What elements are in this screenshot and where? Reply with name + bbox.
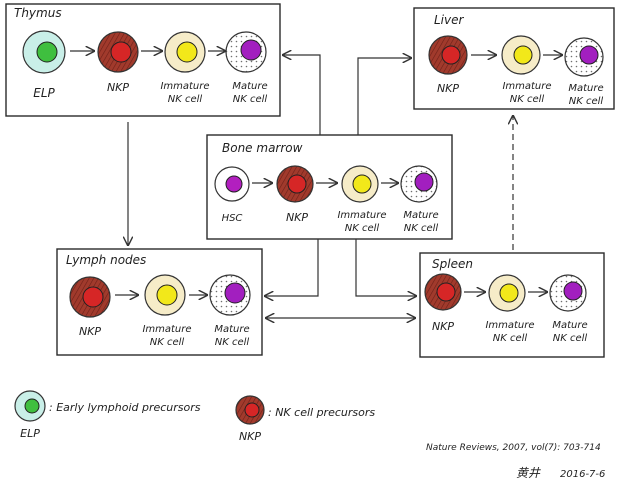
mature-nk-cell xyxy=(549,274,587,312)
bone-marrow-mature-label: Mature xyxy=(403,210,438,221)
immature-nk-cell xyxy=(501,35,541,75)
thymus-elp-label: ELP xyxy=(33,86,55,100)
liver-immature-sub: NK cell xyxy=(510,94,545,105)
thymus-box: Thymus ELP NKP Immature NK cell Mature N… xyxy=(5,3,281,117)
lymph-nodes-nkp-label: NKP xyxy=(79,325,101,338)
spleen-frame xyxy=(419,252,605,358)
mature-nk-cell xyxy=(564,37,604,77)
bone-marrow-nkp-label: NKP xyxy=(286,211,308,224)
bone-marrow-mature-sub: NK cell xyxy=(404,223,439,234)
nkp-cell xyxy=(428,35,468,75)
legend-elp-label: ELP xyxy=(20,427,40,440)
nkp-cell xyxy=(276,165,314,203)
bone-marrow-frame xyxy=(206,134,453,240)
liver-nkp-label: NKP xyxy=(437,82,459,95)
bone-marrow-hsc-label: HSC xyxy=(222,213,243,224)
nkp-cell xyxy=(424,273,462,311)
immature-nk-cell xyxy=(164,31,206,73)
bone-marrow-title: Bone marrow xyxy=(222,141,303,155)
spleen-box: Spleen NKP Immature NK cell Mature NK ce… xyxy=(419,252,605,358)
legend-nkp-text: : NK cell precursors xyxy=(268,406,375,419)
legend-nkp-label: NKP xyxy=(239,430,261,443)
nkp-cell xyxy=(69,276,111,318)
spleen-nkp-label: NKP xyxy=(432,320,454,333)
thymus-frame xyxy=(5,3,281,117)
bone-marrow-to-liver-arrow xyxy=(357,58,411,135)
signature-name: 黄井 xyxy=(516,466,541,480)
mature-nk-cell xyxy=(209,274,251,316)
bone-marrow-to-lymph-nodes-arrow xyxy=(265,239,319,296)
liver-title: Liver xyxy=(434,13,465,27)
immature-nk-cell xyxy=(341,165,379,203)
citation: Nature Reviews, 2007, vol(7): 703-714 xyxy=(426,443,601,453)
nkp-cell xyxy=(97,31,139,73)
immature-nk-cell xyxy=(144,274,186,316)
bone-marrow-immature-label: Immature xyxy=(337,210,386,221)
liver-mature-label: Mature xyxy=(568,83,603,94)
thymus-immature-label: Immature xyxy=(160,81,209,92)
lymph-nodes-immature-label: Immature xyxy=(142,324,191,335)
thymus-nkp-label: NKP xyxy=(107,81,129,94)
mature-nk-cell xyxy=(400,165,438,203)
liver-immature-label: Immature xyxy=(502,81,551,92)
thymus-mature-sub: NK cell xyxy=(233,94,268,105)
liver-mature-sub: NK cell xyxy=(569,96,604,107)
mature-nk-cell xyxy=(225,31,267,73)
legend: : Early lymphoid precursors ELP : NK cel… xyxy=(14,390,375,443)
lymph-nodes-title: Lymph nodes xyxy=(66,253,146,267)
thymus-immature-sub: NK cell xyxy=(168,94,203,105)
thymus-title: Thymus xyxy=(14,6,62,20)
legend-nkp-cell xyxy=(235,395,265,425)
lymph-nodes-frame xyxy=(56,248,263,356)
spleen-immature-label: Immature xyxy=(485,320,534,331)
legend-elp-cell xyxy=(14,390,46,422)
liver-frame xyxy=(413,7,615,110)
spleen-mature-label: Mature xyxy=(552,320,587,331)
lymph-nodes-immature-sub: NK cell xyxy=(150,337,185,348)
spleen-immature-sub: NK cell xyxy=(493,333,528,344)
bone-marrow-box: Bone marrow HSC NKP Immature NK cell Mat… xyxy=(206,134,453,240)
bone-marrow-to-spleen-arrow xyxy=(355,239,416,296)
lymph-nodes-box: Lymph nodes NKP Immature NK cell Mature … xyxy=(56,248,263,356)
bone-marrow-immature-sub: NK cell xyxy=(345,223,380,234)
lymph-nodes-mature-label: Mature xyxy=(214,324,249,335)
spleen-mature-sub: NK cell xyxy=(553,333,588,344)
signature-date: 2016-7-6 xyxy=(560,469,605,480)
lymph-nodes-mature-sub: NK cell xyxy=(215,337,250,348)
liver-box: Liver NKP Immature NK cell Mature NK cel… xyxy=(413,7,615,110)
thymus-mature-label: Mature xyxy=(232,81,267,92)
bone-marrow-to-thymus-arrow xyxy=(283,55,321,135)
hsc-cell xyxy=(214,166,250,202)
elp-cell xyxy=(22,30,66,74)
legend-elp-text: : Early lymphoid precursors xyxy=(49,401,201,414)
immature-nk-cell xyxy=(488,274,526,312)
spleen-title: Spleen xyxy=(432,257,473,271)
